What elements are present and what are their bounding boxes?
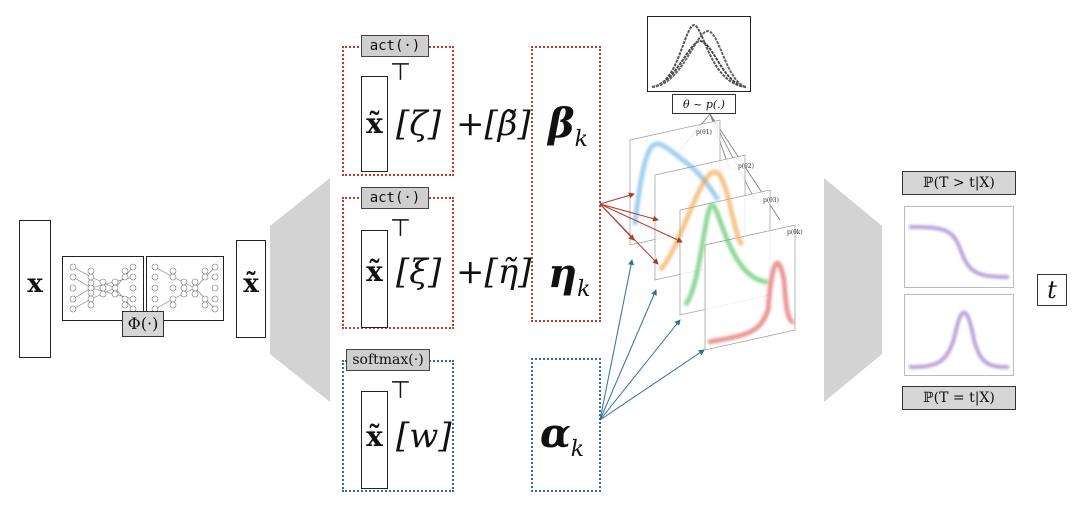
curve-red xyxy=(707,260,795,345)
decoder-network-graphic xyxy=(151,263,219,313)
eta-xt-label: x̃ xyxy=(366,255,383,288)
beta-output-box xyxy=(531,46,601,322)
density-function-plot xyxy=(904,294,1014,376)
eta-transpose: ⊤ xyxy=(390,214,411,242)
phi-label: Φ(·) xyxy=(122,311,164,337)
fan-in-shape xyxy=(824,178,882,402)
red-arrow-1 xyxy=(599,192,635,205)
alpha-xt-label: x̃ xyxy=(366,420,383,453)
alpha-symbol: α xyxy=(540,410,571,457)
beta-param: [ζ] xyxy=(396,104,441,144)
encoder-network-graphic xyxy=(69,263,137,313)
eta-symbol: η xyxy=(548,250,578,297)
eta-xt-column: x̃ xyxy=(361,230,388,328)
beta-bias: +[β̃] xyxy=(456,104,531,144)
mixture-panels: p(θ1) p(θ2) p(θ3) p(θk) xyxy=(629,113,803,351)
blue-arrow-2 xyxy=(599,289,657,421)
density-curve xyxy=(908,310,1010,369)
input-x-box: x xyxy=(19,220,51,358)
alpha-transpose: ⊤ xyxy=(390,376,411,404)
survival-function-label: ℙ(T > t|X) xyxy=(902,171,1016,195)
beta-xt-column: x̃ xyxy=(361,76,388,172)
eta-subscript: k xyxy=(577,277,591,302)
blue-arrow-1 xyxy=(599,259,634,421)
red-arrow-5 xyxy=(599,203,659,265)
alpha-output-box xyxy=(531,358,601,492)
beta-symbol: β xyxy=(548,100,575,147)
beta-output-label: βk xyxy=(548,100,588,152)
connection-arrows xyxy=(599,192,705,421)
alpha-output-label: αk xyxy=(540,410,584,462)
eta-activation-tag: act(·) xyxy=(361,187,429,209)
prior-density-plot xyxy=(647,16,751,92)
encoder-network xyxy=(62,256,144,321)
alpha-xt-column: x̃ xyxy=(361,391,388,489)
curve-blue xyxy=(632,141,721,226)
input-x-label: x xyxy=(27,269,43,299)
blue-arrow-k xyxy=(599,349,705,421)
prior-density-curves xyxy=(651,23,747,88)
eta-output-label: ηk xyxy=(548,250,590,302)
embedding-x-tilde-box: x̃ xyxy=(236,240,266,338)
alpha-subscript: k xyxy=(570,437,585,462)
blue-arrow-3 xyxy=(599,319,681,421)
alpha-param: [w] xyxy=(396,416,452,456)
eta-bias: +[η̃] xyxy=(456,252,532,292)
beta-activation-tag: act(·) xyxy=(361,35,429,57)
p-theta-k: p(θk) xyxy=(787,229,803,236)
time-t-label: t xyxy=(1037,274,1067,306)
embedding-x-tilde-label: x̃ xyxy=(243,269,259,299)
survival-curve xyxy=(908,225,1010,279)
red-arrow-3 xyxy=(599,203,683,243)
alpha-activation-tag: softmax(·) xyxy=(346,349,430,371)
density-function-label: ℙ(T = t|X) xyxy=(902,386,1016,410)
survival-function-plot xyxy=(904,206,1014,288)
fan-out-shape xyxy=(270,178,330,402)
panel-k xyxy=(704,224,796,351)
curve-green xyxy=(682,202,769,307)
theta-sample-label: θ ~ p(.) xyxy=(672,94,736,114)
p-theta-1: p(θ1) xyxy=(696,129,712,136)
p-theta-3: p(θ3) xyxy=(763,197,779,204)
beta-subscript: k xyxy=(574,127,588,152)
beta-xt-label: x̃ xyxy=(366,107,383,140)
eta-param: [ξ] xyxy=(396,252,442,292)
beta-transpose: ⊤ xyxy=(390,58,411,86)
decoder-network xyxy=(146,256,224,321)
p-theta-2: p(θ2) xyxy=(738,163,754,170)
red-arrow-2 xyxy=(599,203,659,222)
